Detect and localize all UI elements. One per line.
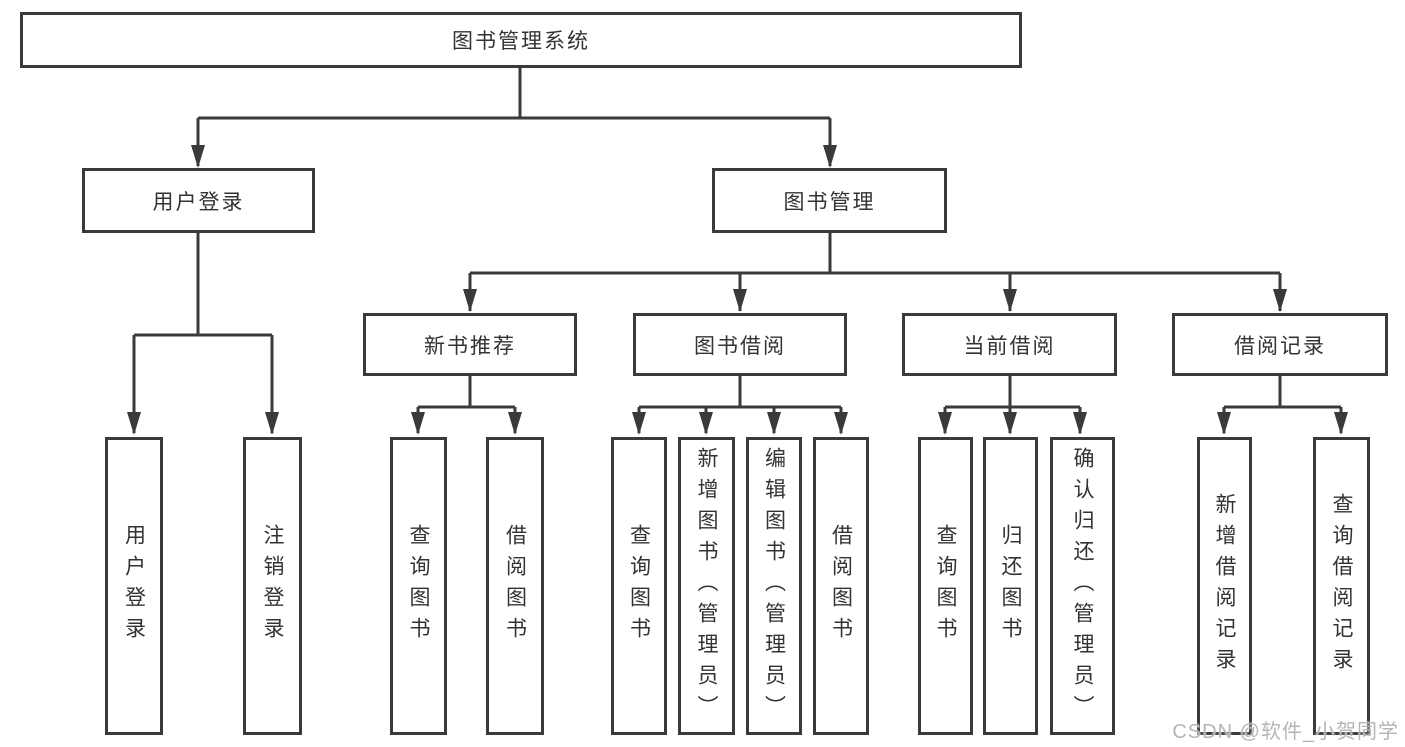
leaf-confirm-return-admin: 确认归还（管理员） bbox=[1050, 437, 1115, 735]
leaf-return-books-label: 归还图书 bbox=[999, 524, 1022, 648]
node-book-management-label: 图书管理 bbox=[783, 190, 876, 214]
csdn-watermark: CSDN @软件_小贺同学 bbox=[1172, 721, 1399, 743]
node-book-borrow: 图书借阅 bbox=[633, 313, 847, 376]
leaf-recommend-borrow-books: 借阅图书 bbox=[486, 437, 544, 735]
node-current-borrow: 当前借阅 bbox=[902, 313, 1117, 376]
leaf-borrow-books: 借阅图书 bbox=[813, 437, 869, 735]
leaf-borrow-books-label: 借阅图书 bbox=[829, 524, 853, 648]
node-new-book-recommend: 新书推荐 bbox=[363, 313, 577, 376]
leaf-recommend-query-books: 查询图书 bbox=[390, 437, 447, 735]
node-book-borrow-label: 图书借阅 bbox=[694, 334, 786, 358]
node-user-login-label: 用户登录 bbox=[152, 190, 245, 214]
leaf-confirm-return-admin-label: 确认归还（管理员） bbox=[1071, 446, 1094, 726]
leaf-recommend-borrow-books-label: 借阅图书 bbox=[503, 524, 527, 648]
leaf-current-query-books-label: 查询图书 bbox=[934, 524, 957, 648]
leaf-add-borrow-record: 新增借阅记录 bbox=[1197, 437, 1252, 735]
leaf-add-books-admin-label: 新增图书（管理员） bbox=[695, 446, 718, 726]
leaf-logout-label: 注销登录 bbox=[261, 524, 284, 648]
leaf-user-login: 用户登录 bbox=[105, 437, 163, 735]
leaf-edit-books-admin: 编辑图书（管理员） bbox=[746, 437, 802, 735]
node-borrow-records: 借阅记录 bbox=[1172, 313, 1388, 376]
leaf-user-login-label: 用户登录 bbox=[122, 524, 146, 648]
leaf-current-query-books: 查询图书 bbox=[918, 437, 973, 735]
leaf-add-books-admin: 新增图书（管理员） bbox=[678, 437, 735, 735]
leaf-borrow-query-books: 查询图书 bbox=[611, 437, 667, 735]
node-borrow-records-label: 借阅记录 bbox=[1234, 334, 1326, 358]
node-root-system: 图书管理系统 bbox=[20, 12, 1022, 68]
arrowheads bbox=[127, 145, 1348, 435]
leaf-recommend-query-books-label: 查询图书 bbox=[407, 524, 430, 648]
node-new-book-recommend-label: 新书推荐 bbox=[424, 334, 516, 358]
node-user-login: 用户登录 bbox=[82, 168, 315, 233]
leaf-edit-books-admin-label: 编辑图书（管理员） bbox=[762, 446, 786, 726]
leaf-add-borrow-record-label: 新增借阅记录 bbox=[1213, 493, 1236, 679]
leaf-borrow-query-books-label: 查询图书 bbox=[627, 524, 651, 648]
node-current-borrow-label: 当前借阅 bbox=[963, 334, 1056, 358]
node-root-label: 图书管理系统 bbox=[452, 30, 590, 53]
leaf-query-borrow-record: 查询借阅记录 bbox=[1313, 437, 1370, 735]
node-book-management: 图书管理 bbox=[712, 168, 947, 233]
leaf-logout: 注销登录 bbox=[243, 437, 302, 735]
leaf-query-borrow-record-label: 查询借阅记录 bbox=[1330, 493, 1353, 679]
leaf-return-books: 归还图书 bbox=[983, 437, 1038, 735]
